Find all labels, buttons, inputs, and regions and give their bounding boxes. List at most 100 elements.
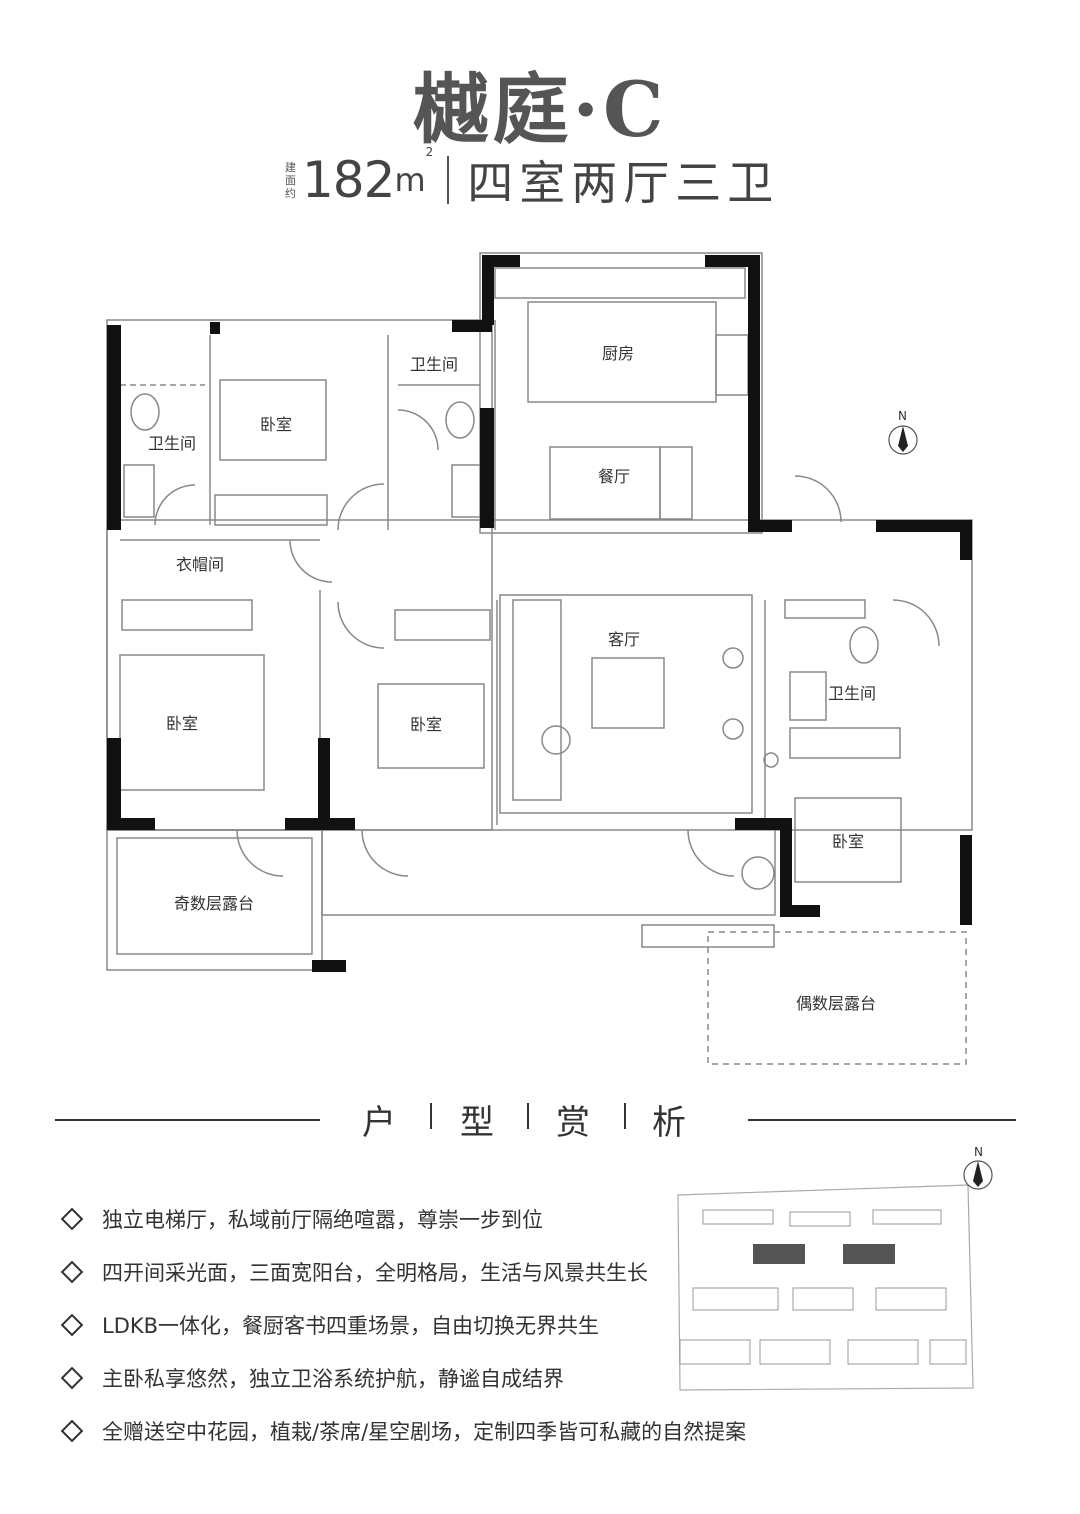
building — [872, 1209, 942, 1225]
ac-unit — [741, 856, 775, 890]
bed-mid — [377, 683, 485, 769]
section-char: 型 — [460, 1103, 494, 1143]
wardrobe — [121, 599, 253, 631]
room-label-bath-left: 卫生间 — [148, 434, 196, 453]
structural-wall — [780, 818, 792, 916]
section-char: 赏 — [556, 1103, 590, 1143]
wardrobe — [789, 727, 901, 759]
drain — [763, 752, 779, 768]
subtitle-divider — [447, 156, 450, 204]
building — [792, 1287, 854, 1311]
building — [789, 1211, 851, 1227]
door-arc — [236, 829, 284, 877]
compass-icon: N — [888, 409, 918, 455]
structural-wall — [705, 255, 749, 267]
building — [702, 1209, 774, 1225]
site-boundary — [677, 1184, 974, 1391]
area-value: 182 — [302, 151, 395, 209]
site-compass-icon: N — [963, 1145, 993, 1190]
feature-item: LDKB一体化，餐厨客书四重场景，自由切换无界共生 — [60, 1298, 746, 1351]
building — [875, 1287, 947, 1311]
structural-wall — [210, 322, 220, 334]
section-char: 析 — [652, 1103, 686, 1143]
building — [847, 1339, 919, 1365]
structural-wall — [735, 818, 785, 830]
door-arc — [361, 829, 409, 877]
terrace-front-line — [321, 830, 776, 916]
kitchen-counter — [494, 267, 746, 299]
door-arc — [289, 539, 333, 583]
structural-wall — [107, 325, 121, 530]
kitchen-cabinet — [715, 334, 749, 396]
structural-wall — [312, 960, 346, 972]
plan-outline-kitchen — [479, 252, 763, 534]
diamond-bullet-icon — [60, 1419, 84, 1442]
plan-subtitle: 建 面 约 182 m2 四室两厅三卫 — [285, 145, 779, 210]
structural-wall — [748, 255, 760, 530]
plan-outline-left — [106, 319, 493, 831]
room-label-terrace-odd: 奇数层露台 — [174, 894, 254, 913]
structural-wall — [482, 255, 494, 325]
sink — [451, 464, 483, 518]
building — [692, 1287, 779, 1311]
terrace-even-outline — [707, 931, 967, 1065]
toilet — [445, 401, 475, 439]
structural-wall — [107, 738, 121, 830]
toilet — [849, 626, 879, 664]
building — [679, 1339, 751, 1365]
site-plan-map: N — [677, 1145, 993, 1391]
sink — [123, 464, 155, 518]
shower — [784, 599, 866, 619]
section-char: 户 — [362, 1103, 396, 1143]
sink — [789, 671, 827, 721]
feature-list: 独立电梯厅，私域前厅隔绝喧嚣，尊崇一步到位 四开间采光面，三面宽阳台，全明格局，… — [60, 1192, 746, 1457]
terrace-odd-inner — [116, 837, 313, 955]
room-label-bath-right: 卫生间 — [828, 684, 876, 703]
structural-wall — [960, 835, 972, 925]
highlighted-building — [843, 1244, 895, 1264]
plan-outline-main — [106, 519, 973, 831]
room-label-bedroom-right: 卧室 — [832, 832, 864, 851]
room-label-cloakroom: 衣帽间 — [176, 555, 224, 574]
floor-lamp — [541, 725, 571, 755]
coffee-table — [591, 657, 665, 729]
building — [759, 1339, 831, 1365]
bed-master — [119, 654, 265, 791]
section-header: 户 型 赏 析 — [0, 1095, 1080, 1145]
svg-text:N: N — [898, 409, 907, 423]
side-table — [722, 647, 744, 669]
room-label-bath-top: 卫生间 — [410, 355, 458, 374]
living-sofa — [512, 599, 562, 801]
plan-title: 樾庭·C — [412, 65, 668, 154]
wardrobe — [394, 609, 491, 641]
bed-top — [219, 379, 327, 461]
area-label-char: 约 — [285, 186, 296, 200]
door-arc — [794, 475, 842, 523]
section-line-right — [748, 1119, 1016, 1121]
area-label-char: 建 — [285, 160, 296, 174]
diamond-bullet-icon — [60, 1313, 84, 1336]
door-arc — [337, 483, 385, 531]
section-line-left — [55, 1119, 320, 1121]
feature-item: 独立电梯厅，私域前厅隔绝喧嚣，尊崇一步到位 — [60, 1192, 746, 1245]
structural-wall — [480, 408, 494, 528]
section-separator — [527, 1103, 529, 1129]
toilet — [130, 393, 160, 431]
room-label-bedroom-master: 卧室 — [166, 714, 198, 733]
diamond-bullet-icon — [60, 1366, 84, 1389]
diamond-bullet-icon — [60, 1260, 84, 1283]
structural-wall — [748, 520, 792, 532]
structural-wall — [960, 520, 972, 560]
structural-wall — [482, 255, 520, 267]
room-label-dining: 餐厅 — [598, 467, 630, 486]
area-unit: m2 — [394, 145, 434, 199]
feature-item: 主卧私享悠然，独立卫浴系统护航，静谧自成结界 — [60, 1351, 746, 1404]
door-arc — [154, 484, 196, 526]
bed-right — [794, 797, 902, 883]
wardrobe — [214, 494, 328, 526]
room-label-terrace-even: 偶数层露台 — [796, 994, 876, 1013]
section-separator — [624, 1103, 626, 1129]
feature-item: 全赠送空中花园，植栽/茶席/星空剧场，定制四季皆可私藏的自然提案 — [60, 1404, 746, 1457]
room-label-bedroom-top: 卧室 — [260, 415, 292, 434]
side-table — [722, 718, 744, 740]
